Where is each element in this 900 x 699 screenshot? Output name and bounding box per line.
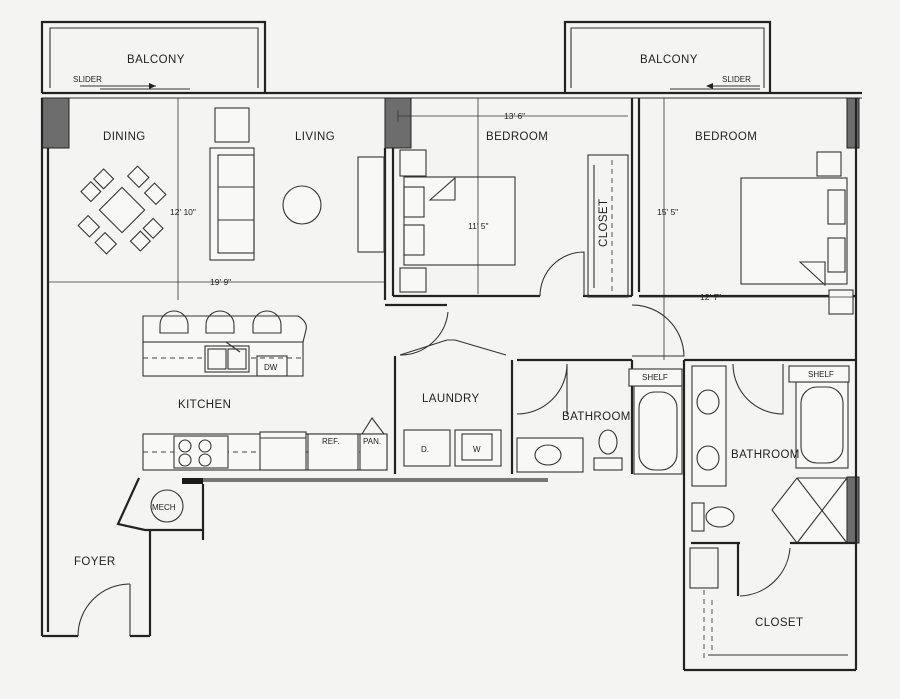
dishwasher-label: DW (264, 363, 278, 372)
living-label: LIVING (295, 131, 335, 143)
bathroom-2-fixtures (691, 365, 850, 532)
dining-table (77, 165, 167, 255)
exterior-window-wall (42, 88, 862, 99)
column-right (846, 97, 860, 149)
balcony-right-label: BALCONY (640, 54, 698, 66)
bed-bedroom-2 (740, 151, 854, 315)
dining-label: DINING (103, 131, 146, 143)
dim-bedroom1-depth: 11' 5" (468, 221, 489, 231)
closet-bedroom-1-label: CLOSET (598, 199, 610, 247)
column-bath (846, 476, 860, 544)
closet-master-label: CLOSET (755, 617, 803, 629)
dim-living-depth: 12' 10" (170, 207, 196, 217)
ottoman (214, 107, 250, 143)
shower-stall (771, 477, 848, 544)
bed-bedroom-1 (399, 149, 516, 293)
kitchen-laundry-walls (393, 356, 855, 480)
bedroom-1-door (539, 251, 585, 297)
bedroom-2-walls (631, 294, 855, 357)
bathroom-2-label: BATHROOM (731, 449, 800, 461)
dim-bedroom2-width: 12' 7" (700, 292, 721, 302)
shelf-1-label: SHELF (642, 373, 668, 382)
slider-right-label: SLIDER (722, 75, 751, 84)
media-console (357, 156, 385, 253)
slider-right-arrow (706, 83, 760, 89)
coffee-table (282, 185, 322, 225)
bathroom-1-fixtures (516, 368, 683, 475)
slider-left-label: SLIDER (73, 75, 102, 84)
mech-label: MECH (152, 503, 176, 512)
exterior-walls (40, 98, 858, 672)
dimension-lines (48, 98, 855, 360)
bathroom-2-door (732, 363, 784, 415)
balcony-right (563, 20, 772, 93)
bathroom-1-label: BATHROOM (562, 411, 631, 423)
closet-bedroom-1 (587, 154, 629, 298)
laundry-doors (399, 311, 507, 356)
slider-left-arrow (80, 83, 156, 89)
mech-closet (116, 477, 203, 532)
dim-living-width: 19' 9" (210, 277, 231, 287)
kitchen-end-wall (182, 478, 203, 484)
column-mid (384, 97, 412, 149)
dim-bedroom2-depth: 15' 5" (657, 207, 678, 217)
dim-bedroom1-width: 13' 6" (504, 111, 525, 121)
column-left (41, 97, 70, 149)
foyer-label: FOYER (74, 556, 116, 568)
balcony-left (40, 20, 267, 93)
washer-label: W (473, 445, 481, 454)
foyer-door (77, 583, 131, 637)
bedroom-1-label: BEDROOM (486, 131, 548, 143)
master-closet (689, 541, 855, 660)
kitchen-partition (203, 478, 548, 482)
bedroom-1-walls (383, 98, 641, 307)
bedroom-2-label: BEDROOM (695, 131, 757, 143)
kitchen-counter (142, 417, 388, 471)
bathroom-1-door (516, 363, 568, 415)
kitchen-label: KITCHEN (178, 399, 231, 411)
laundry-label: LAUNDRY (422, 393, 480, 405)
balcony-left-label: BALCONY (127, 54, 185, 66)
pantry-label: PAN. (363, 437, 381, 446)
refrigerator-label: REF. (322, 437, 339, 446)
laundry-appliances (403, 429, 502, 467)
sofa (209, 147, 255, 261)
dryer-label: D. (421, 445, 429, 454)
shelf-2-label: SHELF (808, 370, 834, 379)
kitchen-island (142, 310, 307, 377)
